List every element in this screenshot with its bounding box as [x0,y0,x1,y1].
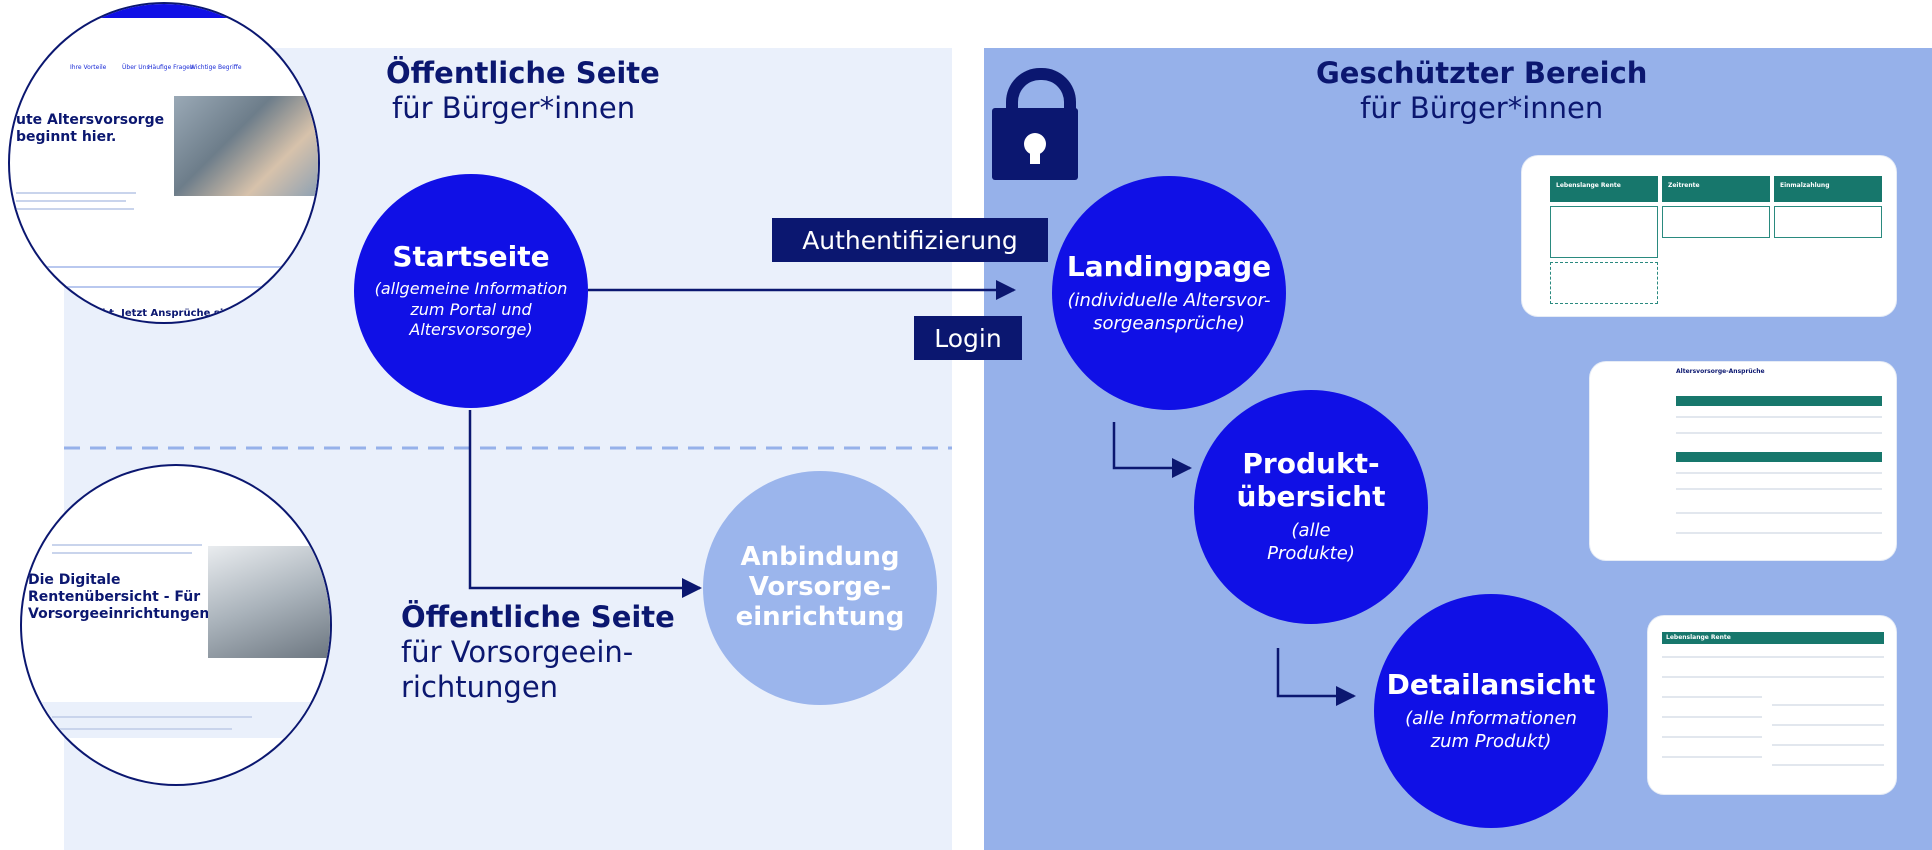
login-tag: Login [914,316,1022,360]
preview-overview-card: Altersvorsorge-Ansprüche [1590,362,1896,560]
node-detail-sub2: zum Produkt) [1430,731,1552,753]
preview-startseite-hero-1: ute Altersvorsorge [16,112,165,128]
arrow-landing-to-produkt [1112,422,1192,478]
arrow-start-to-anbindung [468,410,702,598]
preview-landing-label-1: Lebenslange Rente [1556,182,1621,189]
node-produkt-sub1: (alle [1291,519,1331,541]
node-detail-sub1: (alle Informationen [1405,707,1577,729]
heading-public-providers-light2: richtungen [401,669,559,704]
preview-landing-label-2: Zeitrente [1668,182,1700,189]
preview-family-photo [174,96,318,196]
preview-startseite-hero-2: beginnt hier. [16,128,117,145]
preview-vorsorgeeinrichtungen: Die Digitale Rentenübersicht - Für Vorso… [20,464,332,786]
node-anbindung[interactable]: Anbindung Vorsorge- einrichtung [703,471,937,705]
heading-protected-light: für Bürger*innen [1360,90,1604,125]
heading-public-providers: Öffentliche Seite für Vorsorgeein- richt… [401,600,675,704]
heading-protected-bold: Geschützter Bereich [1316,56,1648,90]
preview-nav-4: Wichtige Begriffe [190,64,242,71]
node-produktuebersicht[interactable]: Produkt- übersicht (alle Produkte) [1194,390,1428,624]
preview-startseite-hero: ute Altersvorsorge beginnt hier. [16,112,164,146]
node-produkt-title2: übersicht [1236,479,1386,513]
preview-startseite-footer: ht. Jetzt Ansprüche sich [102,308,237,319]
preview-laptop-photo [208,546,330,658]
preview-detail-card: Lebenslange Rente [1648,616,1896,794]
preview-startseite-topbar [70,4,270,18]
heading-public-citizens: Öffentliche Seite für Bürger*innen [386,56,660,126]
node-landingpage-sub2: sorgeansprüche) [1093,313,1245,335]
node-produkt-sub2: Produkte) [1267,543,1355,565]
preview-vorsorge-hero-3: Vorsorgeeinrichtungen [28,605,210,622]
node-detail-title: Detailansicht [1386,667,1596,701]
preview-nav-2: Über Uns [122,64,150,71]
node-anbindung-line3: einrichtung [735,601,905,632]
node-startseite-sub2: zum Portal und [410,299,532,319]
node-detailansicht[interactable]: Detailansicht (alle Informationen zum Pr… [1374,594,1608,828]
preview-nav-1: Ihre Vorteile [70,64,107,71]
node-startseite-sub3: Altersvorsorge) [409,320,533,340]
preview-detail-title: Lebenslange Rente [1666,634,1731,641]
heading-public-providers-bold: Öffentliche Seite [401,600,675,634]
node-landingpage-title: Landingpage [1066,249,1272,283]
node-startseite-title: Startseite [392,239,550,273]
arrow-produkt-to-detail [1276,648,1356,706]
node-anbindung-line1: Anbindung [740,542,900,573]
heading-public-citizens-bold: Öffentliche Seite [386,56,660,90]
node-startseite-sub1: (allgemeine Information [374,278,568,298]
preview-nav-3: Häufige Fragen [148,64,194,71]
preview-overview-title: Altersvorsorge-Ansprüche [1676,368,1765,375]
node-landingpage[interactable]: Landingpage (individuelle Altersvor- sor… [1052,176,1286,410]
node-produkt-title1: Produkt- [1242,447,1380,481]
authentication-tag: Authentifizierung [772,218,1048,262]
preview-vorsorge-hero-1: Die Digitale [28,572,121,588]
node-startseite[interactable]: Startseite (allgemeine Information zum P… [354,174,588,408]
preview-vorsorge-hero-2: Rentenübersicht - Für [28,588,201,605]
preview-landing-card: Lebenslange Rente Zeitrente Einmalzahlun… [1522,156,1896,316]
preview-landing-label-3: Einmalzahlung [1780,182,1830,189]
preview-vorsorge-hero: Die Digitale Rentenübersicht - Für Vorso… [28,572,209,622]
heading-public-citizens-light: für Bürger*innen [392,90,636,125]
node-landingpage-sub1: (individuelle Altersvor- [1067,289,1271,311]
node-anbindung-line2: Vorsorge- [748,572,892,603]
heading-public-providers-light1: für Vorsorgeein- [401,634,634,669]
preview-startseite: Ihre Vorteile Über Uns Häufige Fragen Wi… [8,2,320,324]
heading-protected: Geschützter Bereich für Bürger*innen [1316,56,1647,126]
